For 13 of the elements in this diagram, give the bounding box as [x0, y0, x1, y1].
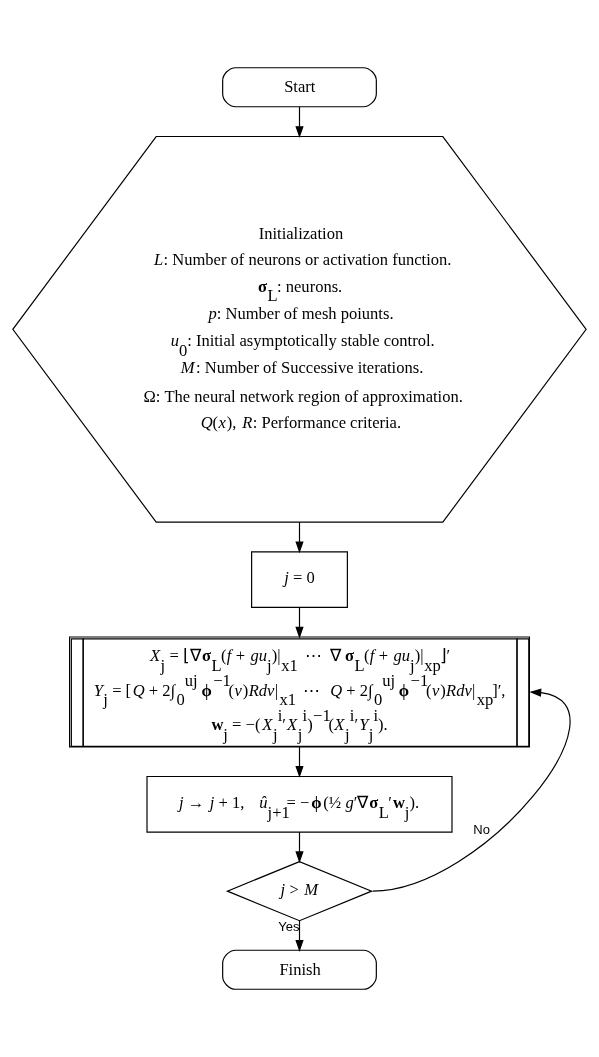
node-box: Start — [222, 67, 377, 108]
arrow — [295, 746, 304, 778]
edge-label: Yes — [278, 919, 300, 935]
arrow — [295, 920, 304, 952]
edge-label: No — [473, 822, 490, 838]
arrow — [295, 606, 304, 639]
arrow — [372, 688, 571, 892]
arrow — [295, 831, 304, 864]
arrow — [295, 521, 304, 554]
arrow — [295, 106, 304, 138]
node-box: j = 0 — [251, 551, 348, 609]
node-diamond: j > M — [225, 860, 374, 922]
node-box: Finish — [222, 949, 377, 990]
